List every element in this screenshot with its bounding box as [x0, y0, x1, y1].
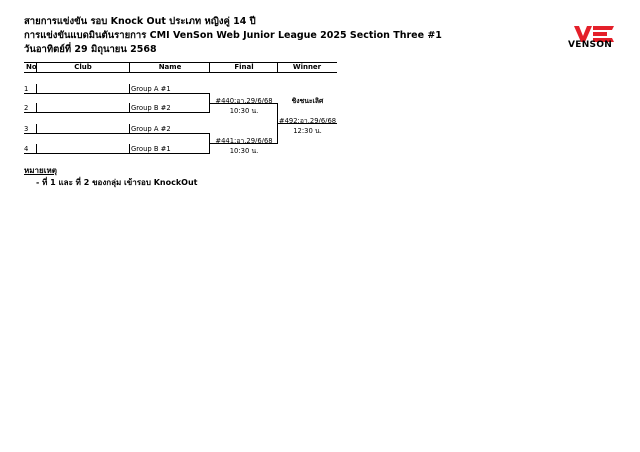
- semi1-match-code: #440:อา.29/6/68: [215, 97, 273, 105]
- semi2-match-time: 10:30 น.: [229, 147, 259, 155]
- row-name: Group B #2: [131, 104, 171, 112]
- row-club-left: [36, 124, 37, 134]
- notes-item: - ที่ 1 และ ที่ 2 ของกลุ่ม เข้ารอบ Knock…: [36, 178, 198, 187]
- header-divider: [36, 62, 37, 73]
- row-bottom-line: [24, 93, 210, 94]
- row-bottom-line: [24, 153, 210, 154]
- header-divider: [209, 62, 210, 73]
- bracket-semi2-horizontal: [209, 143, 278, 144]
- brand-name: VENSON: [568, 40, 613, 50]
- header-winner: Winner: [292, 63, 322, 71]
- row-name: Group A #2: [131, 125, 171, 133]
- header-final: Final: [234, 63, 254, 71]
- row-club-left: [36, 103, 37, 113]
- header-no: No: [26, 63, 37, 71]
- title-line-3: วันอาทิตย์ที่ 29 มิถุนายน 2568: [24, 44, 157, 55]
- notes-title: หมายเหตุ: [24, 166, 57, 175]
- row-bottom-line: [24, 133, 210, 134]
- row-no: 3: [24, 125, 29, 133]
- header-divider: [129, 62, 130, 73]
- row-name: Group B #1: [131, 145, 171, 153]
- bracket-semi1-horizontal: [209, 103, 278, 104]
- row-no: 4: [24, 145, 29, 153]
- title-line-1: สายการแข่งขัน รอบ Knock Out ประเภท หญิงค…: [24, 16, 256, 27]
- header-top-line: [24, 62, 337, 63]
- winner-label: ชิงชนะเลิศ: [291, 97, 324, 105]
- final-match-code: #492:อา.29/6/68: [278, 117, 337, 125]
- row-name: Group A #1: [131, 85, 171, 93]
- header-divider: [277, 62, 278, 73]
- row-club-left: [36, 144, 37, 154]
- row-club-right: [129, 103, 130, 113]
- header-bottom-line: [24, 72, 337, 73]
- row-club-left: [36, 84, 37, 94]
- title-line-2: การแข่งขันแบดมินตันรายการ CMI VenSon Web…: [24, 30, 442, 41]
- bracket-final-horizontal: [277, 123, 337, 124]
- header-name: Name: [158, 63, 182, 71]
- venson-logo-icon: [574, 26, 614, 42]
- row-bottom-line: [24, 112, 210, 113]
- final-match-time: 12:30 น.: [293, 127, 322, 135]
- row-club-right: [129, 144, 130, 154]
- row-no: 1: [24, 85, 29, 93]
- row-club-right: [129, 84, 130, 94]
- row-club-right: [129, 124, 130, 134]
- header-club: Club: [74, 63, 92, 71]
- semi1-match-time: 10:30 น.: [229, 107, 259, 115]
- semi2-match-code: #441:อา.29/6/68: [215, 137, 273, 145]
- row-no: 2: [24, 104, 29, 112]
